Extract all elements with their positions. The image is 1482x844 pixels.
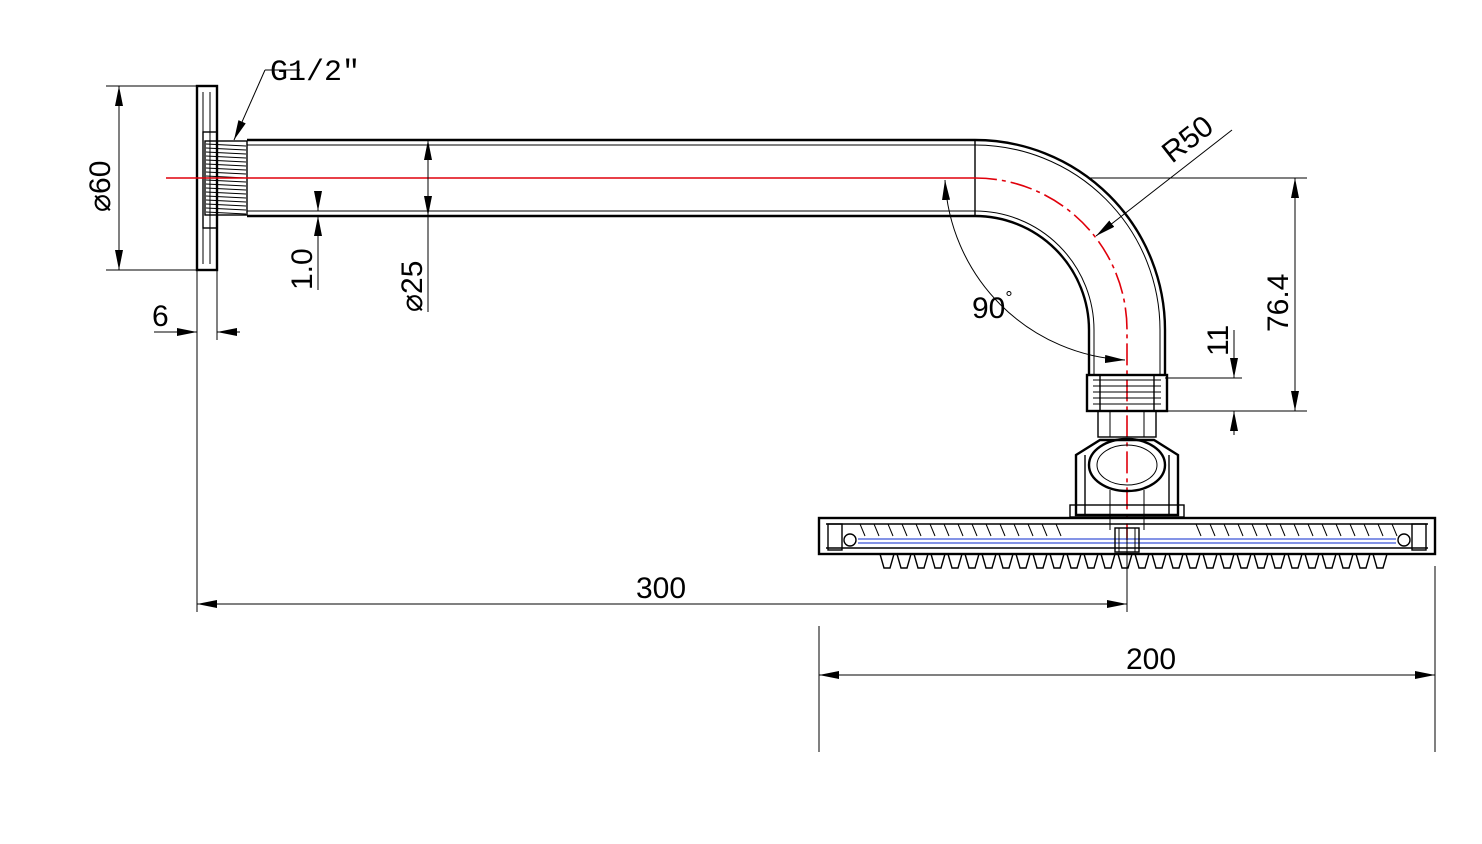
- bend-radius-label: R50: [1156, 110, 1220, 170]
- spray-fin: [957, 523, 964, 537]
- spray-nozzle: [930, 553, 946, 569]
- spray-fin: [887, 523, 894, 537]
- head-size-label: 200: [1126, 643, 1176, 676]
- spray-nozzle: [1236, 553, 1252, 569]
- spray-fin: [999, 523, 1006, 537]
- thread-line: [205, 211, 247, 215]
- thread-line: [205, 163, 247, 167]
- flange-diameter-label: ⌀60: [84, 161, 117, 212]
- spray-fin: [1013, 523, 1020, 537]
- thread-line: [205, 151, 247, 155]
- spray-fin: [901, 523, 908, 537]
- spray-fin: [1335, 523, 1342, 537]
- thread-line: [205, 171, 247, 175]
- spray-nozzle: [1032, 553, 1048, 569]
- spray-nozzle: [1287, 553, 1303, 569]
- spray-nozzle: [947, 553, 963, 569]
- spray-fin: [1195, 523, 1202, 537]
- thread-line: [205, 195, 247, 199]
- spray-nozzle: [1304, 553, 1320, 569]
- spray-fin: [873, 523, 880, 537]
- spray-fin: [1391, 523, 1398, 537]
- spray-nozzle: [879, 553, 895, 569]
- thread-line: [205, 207, 247, 211]
- spray-fin: [1237, 523, 1244, 537]
- centerline: [166, 177, 1128, 540]
- spray-nozzle: [1253, 553, 1269, 569]
- spray-fin: [859, 523, 866, 537]
- spray-nozzle: [896, 553, 912, 569]
- dimension-labels: G1/2" ⌀60 1.0 ⌀25 6 R50 90° 76.4 11 300 …: [84, 56, 1295, 676]
- spray-nozzle: [1117, 553, 1133, 569]
- spray-fin: [1265, 523, 1272, 537]
- spray-fin: [1055, 523, 1062, 537]
- spray-fin: [985, 523, 992, 537]
- thread-line: [205, 199, 247, 203]
- drop-height-label: 76.4: [1262, 274, 1295, 332]
- spray-nozzle: [1185, 553, 1201, 569]
- swivel-nut: [1085, 373, 1169, 438]
- thread-line: [205, 203, 247, 207]
- spray-nozzle: [1083, 553, 1099, 569]
- thread-line: [205, 187, 247, 191]
- dimension-lines: [115, 69, 1435, 679]
- spray-fin: [1223, 523, 1230, 537]
- spray-nozzle: [1270, 553, 1286, 569]
- spray-nozzle: [1151, 553, 1167, 569]
- arm-bend: [974, 138, 1167, 375]
- tube-diameter-label: ⌀25: [396, 261, 429, 312]
- spray-fin: [1349, 523, 1356, 537]
- thread-line: [205, 143, 247, 147]
- thread-line: [205, 147, 247, 151]
- spray-nozzle: [1066, 553, 1082, 569]
- thread-line: [205, 183, 247, 187]
- spray-nozzle: [981, 553, 997, 569]
- flange-thickness-label: 6: [152, 300, 169, 333]
- spray-fin: [1293, 523, 1300, 537]
- spray-nozzle: [913, 553, 929, 569]
- spray-nozzle: [1168, 553, 1184, 569]
- thread-line: [205, 191, 247, 195]
- spray-nozzle: [964, 553, 980, 569]
- thread-line: [205, 179, 247, 183]
- spray-nozzle: [1372, 553, 1388, 569]
- spray-fin: [943, 523, 950, 537]
- spray-fin: [915, 523, 922, 537]
- spray-fin: [1307, 523, 1314, 537]
- spray-nozzle: [1219, 553, 1235, 569]
- spray-fins: [859, 523, 1398, 537]
- spray-nozzles: [879, 553, 1388, 569]
- spray-fin: [1377, 523, 1384, 537]
- spray-fin: [1251, 523, 1258, 537]
- spray-fin: [971, 523, 978, 537]
- thread-line: [205, 159, 247, 163]
- spray-fin: [929, 523, 936, 537]
- spray-nozzle: [1100, 553, 1116, 569]
- spray-nozzle: [1202, 553, 1218, 569]
- spray-fin: [1027, 523, 1034, 537]
- spray-nozzle: [1134, 553, 1150, 569]
- arm-length-label: 300: [636, 572, 686, 605]
- thread-line: [205, 155, 247, 159]
- spray-nozzle: [1338, 553, 1354, 569]
- spray-fin: [1363, 523, 1370, 537]
- thread-line: [205, 167, 247, 171]
- extension-lines: [106, 85, 1436, 752]
- spray-fin: [1209, 523, 1216, 537]
- bend-angle-label: 90°: [972, 288, 1013, 325]
- spray-nozzle: [998, 553, 1014, 569]
- thread-label: G1/2": [270, 56, 360, 90]
- spray-fin: [1041, 523, 1048, 537]
- spray-nozzle: [1321, 553, 1337, 569]
- spray-nozzle: [1355, 553, 1371, 569]
- spray-fin: [1279, 523, 1286, 537]
- spray-nozzle: [1049, 553, 1065, 569]
- spray-nozzle: [1015, 553, 1031, 569]
- spray-fin: [1321, 523, 1328, 537]
- thread-pattern: [205, 143, 247, 215]
- nut-height-label: 11: [1202, 325, 1235, 356]
- wall-thickness-label: 1.0: [286, 248, 319, 290]
